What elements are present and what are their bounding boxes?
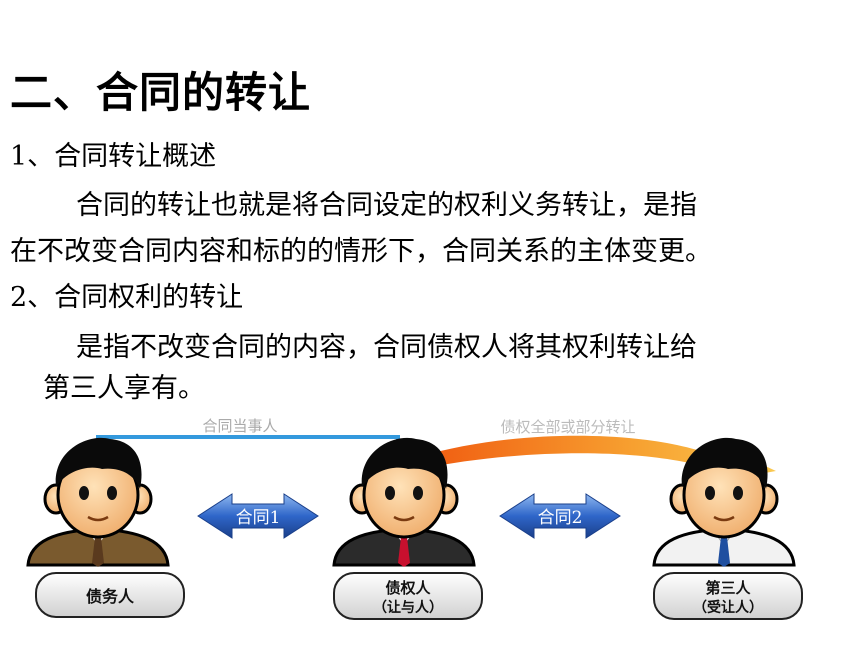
third-party-label-pill: 第三人 （受让人） [653,572,803,620]
section2-body-line1: 是指不改变合同的内容，合同债权人将其权利转让给 [76,332,697,363]
debtor-label: 债务人 [86,587,135,606]
party-bracket-label: 合同当事人 [202,417,277,435]
contract1-label: 合同1 [236,508,281,528]
creditor-label-line2: （让与人） [373,599,443,616]
section1-body-line1: 合同的转让也就是将合同设定的权利义务转让，是指 [76,190,697,221]
contract-transfer-diagram: 合同当事人 债权全部或部分转让 债务人 合同1 债权人 （让与人） 合同2 [26,417,803,620]
section2-body-line2: 第三人享有。 [43,373,205,404]
transfer-arrow-label: 债权全部或部分转让 [500,418,635,436]
contract2-arrow: 合同2 [499,493,621,539]
section2-title: 2、合同权利的转让 [10,282,244,313]
third-party-figure [652,436,796,567]
party-bracket [96,435,400,463]
section1-body-line2: 在不改变合同内容和标的的情形下，合同关系的主体变更。 [10,236,712,267]
creditor-figure [332,436,476,567]
creditor-label-pill: 债权人 （让与人） [333,572,483,620]
third-party-label-line1: 第三人 [705,579,751,597]
debtor-figure [26,436,170,567]
creditor-label-line1: 债权人 [385,579,431,597]
contract2-label: 合同2 [538,508,583,528]
page-title: 二、合同的转让 [10,68,312,117]
third-party-label-line2: （受让人） [693,599,763,616]
section1-title: 1、合同转让概述 [10,141,217,172]
contract1-arrow: 合同1 [197,493,319,539]
debtor-label-pill: 债务人 [35,572,185,618]
transfer-arrow [418,435,776,483]
